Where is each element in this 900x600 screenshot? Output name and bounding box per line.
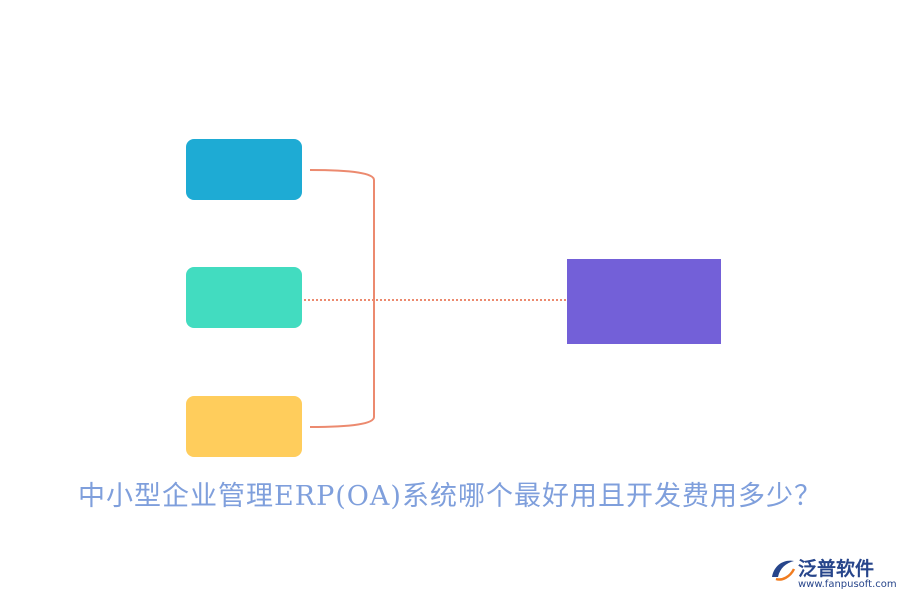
fanpu-logo-icon (772, 560, 796, 581)
brand-name: 泛普软件 (798, 558, 875, 580)
bracket-line (309, 169, 375, 428)
diagram-node-yellow (186, 396, 302, 457)
logo-swoosh (772, 560, 794, 577)
brand-url: www.fanpusoft.com (798, 579, 897, 590)
logo-arc (775, 568, 796, 581)
diagram-node-teal (186, 267, 302, 328)
diagram-node-blue (186, 139, 302, 200)
diagram-title: 中小型企业管理ERP(OA)系统哪个最好用且开发费用多少？ (78, 481, 822, 512)
brand-logo[interactable]: 泛普软件 www.fanpusoft.com (768, 553, 897, 595)
diagram-node-purple (567, 259, 721, 344)
